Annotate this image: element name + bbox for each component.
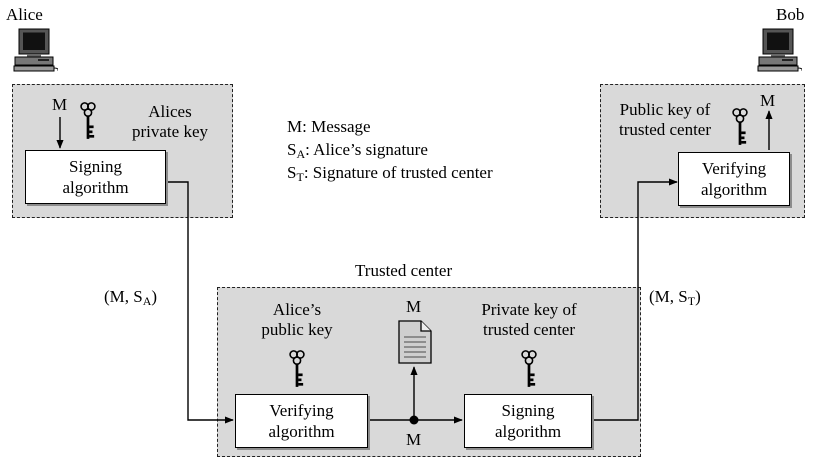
bob-message-label: M	[760, 91, 776, 110]
alice-key-label-line1: Alices	[148, 102, 192, 121]
trusted-center-title: Trusted center	[355, 261, 453, 280]
center-verifying-algorithm-box: Verifying algorithm	[235, 394, 368, 448]
center-private-key-line2: trusted center	[482, 320, 576, 339]
bob-verifying-algorithm-box: Verifying algorithm	[678, 152, 790, 206]
alice-key-label-line2: private key	[132, 122, 208, 141]
legend-message: M: Message	[287, 117, 371, 136]
center-signing-algorithm-box: Signing algorithm	[464, 394, 592, 448]
center-sign-line1: Signing	[501, 401, 555, 420]
bob-algo-line1: Verifying	[701, 159, 767, 178]
center-verify-line1: Verifying	[269, 401, 334, 420]
center-sign-line2: algorithm	[494, 422, 562, 441]
alice-public-key-line2: public key	[261, 320, 333, 339]
bob-label: Bob	[776, 5, 805, 24]
center-private-key-icon	[521, 350, 537, 388]
legend-center-signature: ST: Signature of trusted center	[287, 163, 493, 184]
alice-private-key-icon	[80, 102, 96, 140]
center-private-key-line1: Private key of	[481, 300, 577, 319]
bob-public-key-icon	[732, 108, 748, 146]
alice-public-key-icon	[289, 350, 305, 388]
center-verify-line2: algorithm	[268, 422, 335, 441]
alice-signing-algorithm-box: Signing algorithm	[25, 150, 166, 204]
alice-public-key-line1: Alice’s	[272, 300, 322, 319]
bob-key-label-line1: Public key of	[619, 100, 711, 119]
bob-algo-line2: algorithm	[700, 180, 768, 199]
alice-message-label: M	[52, 95, 68, 114]
document-icon	[398, 320, 432, 364]
alice-to-center-line	[166, 181, 234, 424]
legend-alice-signature: SA: Alice’s signature	[287, 140, 428, 161]
flow-label-to-center: (M, SA)	[104, 287, 158, 308]
document-label: M	[406, 297, 422, 316]
junction-label: M	[406, 430, 422, 449]
bob-key-label-line2: trusted center	[618, 120, 712, 139]
center-to-bob-line	[592, 178, 678, 421]
flow-label-to-bob: (M, ST)	[649, 287, 701, 308]
alice-algo-line1: Signing	[69, 157, 122, 176]
alice-algo-line2: algorithm	[62, 178, 129, 197]
alice-label: Alice	[6, 5, 43, 24]
